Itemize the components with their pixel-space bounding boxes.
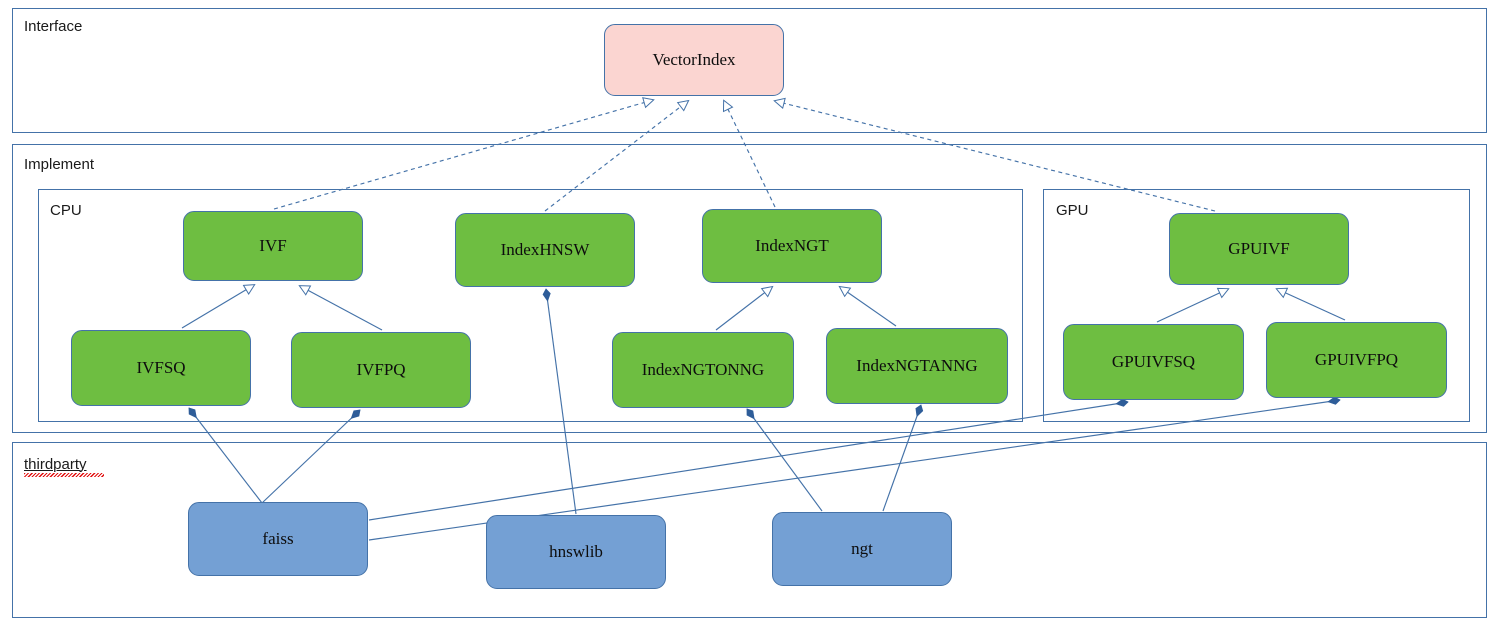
container-label-gpu: GPU bbox=[1056, 202, 1089, 219]
node-ngt[interactable]: ngt bbox=[772, 512, 952, 586]
container-label-implement: Implement bbox=[24, 156, 95, 173]
node-gpuivfsq[interactable]: GPUIVFSQ bbox=[1063, 324, 1244, 400]
container-label-cpu: CPU bbox=[50, 202, 82, 219]
node-vectorindex[interactable]: VectorIndex bbox=[604, 24, 784, 96]
node-indexhnsw[interactable]: IndexHNSW bbox=[455, 213, 635, 287]
node-ivfpq[interactable]: IVFPQ bbox=[291, 332, 471, 408]
node-hnswlib[interactable]: hnswlib bbox=[486, 515, 666, 589]
node-gpuivfpq[interactable]: GPUIVFPQ bbox=[1266, 322, 1447, 398]
node-indexngt[interactable]: IndexNGT bbox=[702, 209, 882, 283]
container-label-thirdparty: thirdparty bbox=[24, 456, 87, 473]
container-label-interface: Interface bbox=[24, 18, 83, 35]
node-gpuivf[interactable]: GPUIVF bbox=[1169, 213, 1349, 285]
node-ivfsq[interactable]: IVFSQ bbox=[71, 330, 251, 406]
node-faiss[interactable]: faiss bbox=[188, 502, 368, 576]
node-indexngtonng[interactable]: IndexNGTONNG bbox=[612, 332, 794, 408]
node-indexngtanng[interactable]: IndexNGTANNG bbox=[826, 328, 1008, 404]
node-ivf[interactable]: IVF bbox=[183, 211, 363, 281]
spellcheck-squiggle-icon bbox=[24, 473, 104, 477]
